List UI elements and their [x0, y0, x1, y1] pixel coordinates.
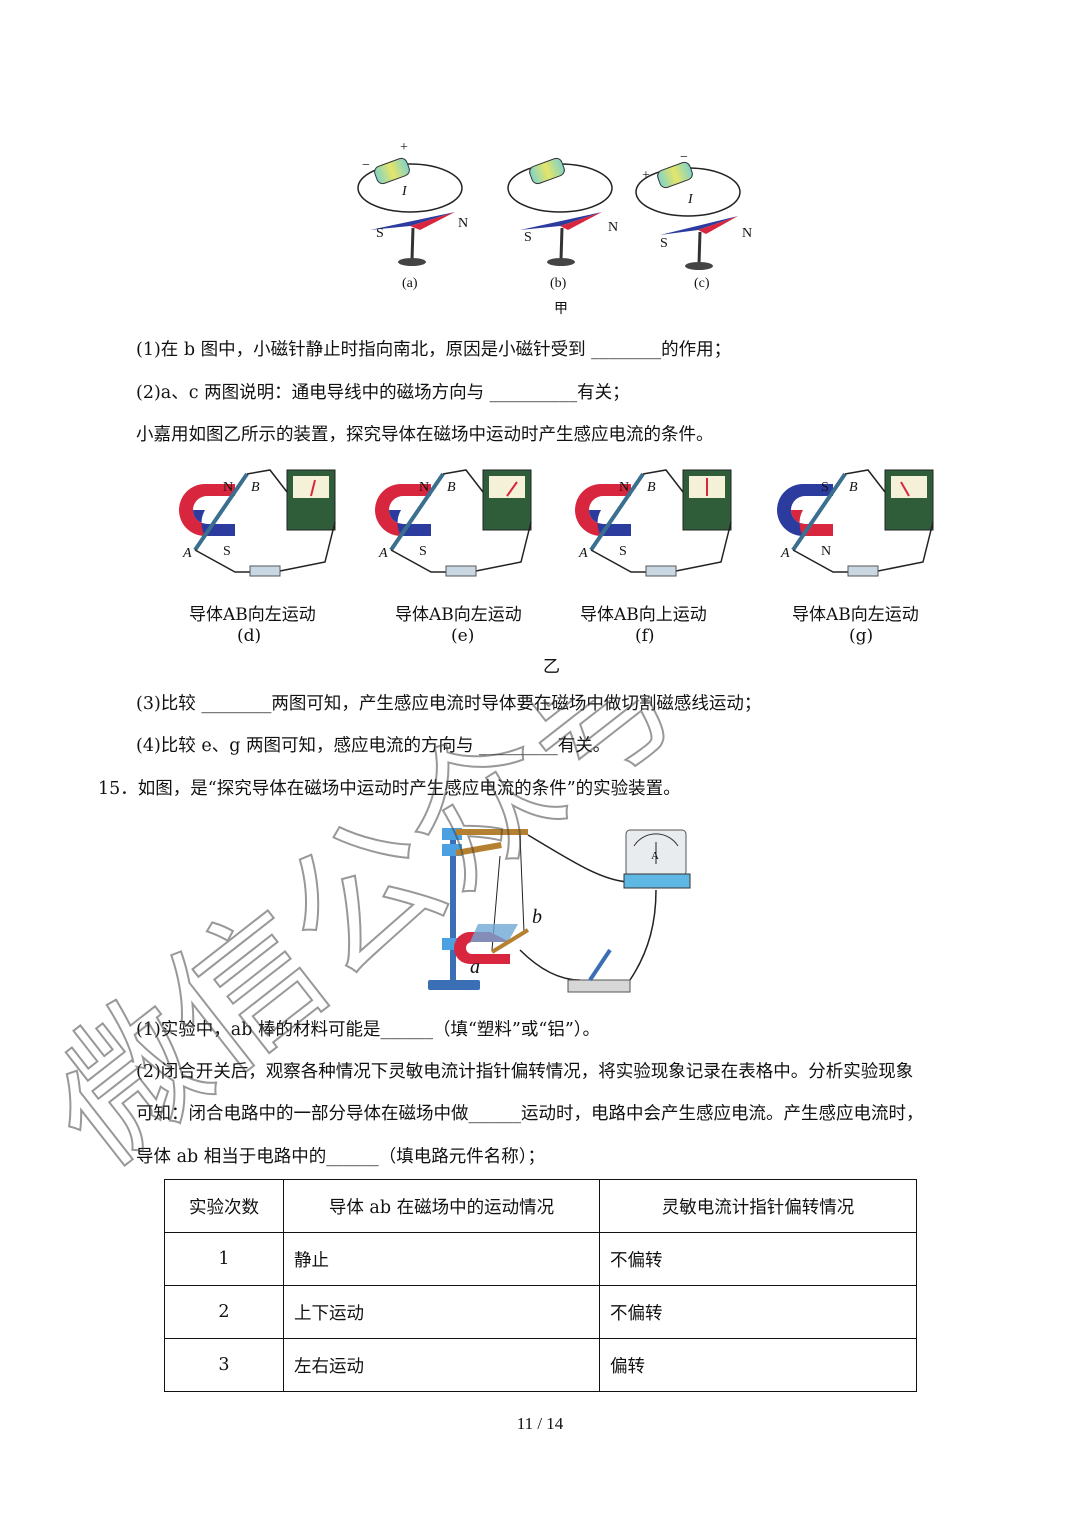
conductor-a-f: A	[579, 546, 588, 561]
label-b: (b)	[550, 276, 567, 291]
minus-sign-a: −	[362, 158, 370, 173]
induction-panels	[179, 469, 934, 577]
panel-g	[777, 469, 934, 577]
caption-d: 导体AB向左运动	[189, 605, 316, 625]
pole-top-g: S	[821, 480, 829, 495]
table-header-cell: 灵敏电流计指针偏转情况	[599, 1179, 917, 1233]
conductor-b-f: B	[647, 480, 656, 495]
pole-bottom-f: S	[619, 544, 627, 559]
pole-bottom-d: S	[223, 544, 231, 559]
experiment-results-table: 实验次数 导体 ab 在磁场中的运动情况 灵敏电流计指针偏转情况 1 静止 不偏…	[164, 1179, 917, 1392]
caption-g: 导体AB向左运动	[792, 605, 919, 625]
panel-f	[575, 469, 732, 577]
figure-jia-title: 甲	[554, 302, 568, 317]
compass-b	[507, 157, 613, 266]
table-cell: 静止	[283, 1232, 600, 1286]
north-label-c: N	[742, 226, 753, 241]
galvanometer-label: A	[651, 850, 659, 862]
conductor-b-d: B	[251, 480, 260, 495]
label-g: (g)	[849, 626, 874, 646]
label-c: (c)	[694, 276, 710, 291]
label-a-fig15: a	[470, 956, 480, 978]
plus-sign-c: +	[642, 168, 650, 183]
q15-part2-line2: 可知：闭合电路中的一部分导体在磁场中做______运动时，电路中会产生感应电流。…	[136, 1104, 924, 1124]
q14-part3: (3)比较 ________两图可知，产生感应电流时导体要在磁场中做切割磁感线运…	[136, 694, 762, 714]
south-label-c: S	[660, 236, 668, 251]
label-e: (e)	[451, 626, 475, 646]
page-number: 11 / 14	[516, 1414, 564, 1433]
table-header-row: 实验次数 导体 ab 在磁场中的运动情况 灵敏电流计指针偏转情况	[164, 1179, 917, 1233]
table-cell: 不偏转	[599, 1285, 917, 1339]
pole-bottom-g: N	[821, 544, 832, 559]
conductor-a-e: A	[379, 546, 388, 561]
q14-part1: (1)在 b 图中，小磁针静止时指向南北，原因是小磁针受到 ________的作…	[136, 340, 732, 360]
table-cell: 左右运动	[283, 1338, 600, 1392]
table-cell: 3	[164, 1338, 284, 1392]
conductor-a-g: A	[781, 546, 790, 561]
south-label-b: S	[524, 230, 532, 245]
table-row: 3 左右运动 偏转	[164, 1338, 917, 1392]
apparatus-drawing	[428, 828, 691, 993]
pole-top-f: N	[619, 480, 630, 495]
panel-d	[179, 469, 336, 577]
minus-sign-c: −	[680, 150, 688, 165]
table-header-cell: 导体 ab 在磁场中的运动情况	[283, 1179, 600, 1233]
current-label-a: I	[402, 184, 407, 199]
table-cell: 不偏转	[599, 1232, 917, 1286]
table-header-cell: 实验次数	[164, 1179, 284, 1233]
compass-a	[357, 157, 463, 266]
table-row: 1 静止 不偏转	[164, 1232, 917, 1286]
q15-part2-line3: 导体 ab 相当于电路中的______（填电路元件名称）；	[136, 1147, 546, 1167]
q15-part1: (1)实验中，ab 棒的材料可能是______（填“塑料”或“铝”）。	[136, 1020, 601, 1040]
label-d: (d)	[237, 626, 262, 646]
table-cell: 2	[164, 1285, 284, 1339]
conductor-b-e: B	[447, 480, 456, 495]
label-a: (a)	[402, 276, 418, 291]
q15-intro: 15．如图，是“探究导体在磁场中运动时产生感应电流的条件”的实验装置。	[98, 779, 681, 799]
q14-part2: (2)a、c 两图说明：通电导线中的磁场方向与 __________有关；	[136, 383, 630, 403]
q14-part4: (4)比较 e、g 两图可知，感应电流的方向与 _________有关。	[136, 736, 611, 756]
compass-diagrams	[357, 157, 741, 270]
figure-q15-apparatus: b a A	[420, 820, 700, 998]
north-label-b: N	[608, 220, 619, 235]
table-cell: 1	[164, 1232, 284, 1286]
conductor-b-g: B	[849, 480, 858, 495]
table-cell: 上下运动	[283, 1285, 600, 1339]
table-row: 2 上下运动 不偏转	[164, 1285, 917, 1339]
current-label-c: I	[688, 192, 693, 207]
label-f: (f)	[635, 626, 655, 646]
label-b-fig15: b	[532, 906, 542, 928]
plus-sign-a: +	[400, 140, 408, 155]
pole-bottom-e: S	[419, 544, 427, 559]
figure-jia: + − I S N S N + − I S N (a) (b) (c) 甲	[340, 140, 760, 320]
caption-e: 导体AB向左运动	[395, 605, 522, 625]
conductor-a-d: A	[183, 546, 192, 561]
north-label-a: N	[458, 216, 469, 231]
q14-intro: 小嘉用如图乙所示的装置，探究导体在磁场中运动时产生感应电流的条件。	[136, 425, 714, 445]
pole-top-e: N	[419, 480, 430, 495]
panel-e	[375, 469, 532, 577]
caption-f: 导体AB向上运动	[580, 605, 707, 625]
table-cell: 偏转	[599, 1338, 917, 1392]
figure-yi-title: 乙	[543, 657, 560, 677]
compass-c	[635, 161, 741, 270]
pole-top-d: N	[223, 480, 234, 495]
figure-yi: N S A B N S A B N S A B S N A B 导体AB向左运动…	[175, 462, 945, 677]
q15-part2-line1: (2)闭合开关后，观察各种情况下灵敏电流计指针偏转情况，将实验现象记录在表格中。…	[136, 1062, 914, 1082]
south-label-a: S	[376, 226, 384, 241]
